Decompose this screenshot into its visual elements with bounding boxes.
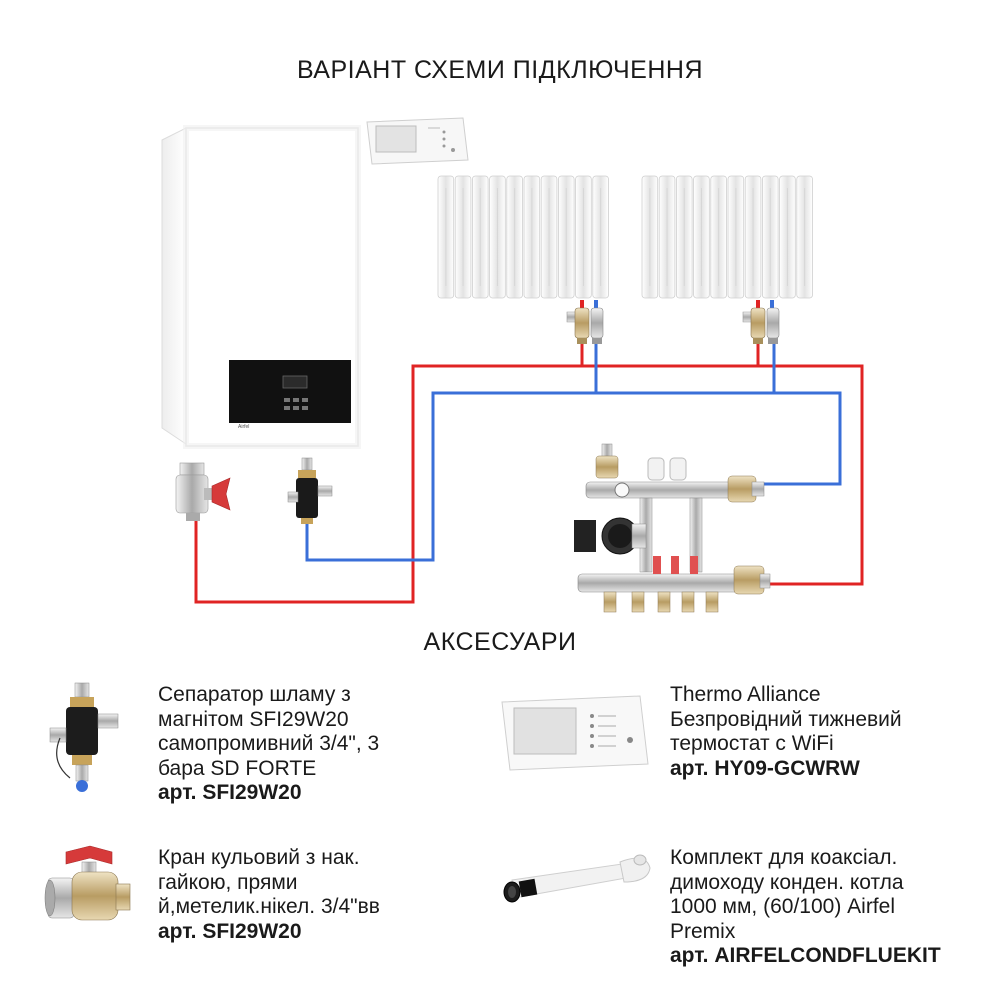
sludge-separator-diagram: [287, 457, 333, 524]
accessory-line: Безпровідний тижневий: [670, 707, 902, 731]
accessory-thermostat-text: Thermo Alliance Безпровідний тижневий те…: [670, 683, 990, 781]
supply-pipes: [194, 342, 864, 604]
accessory-line: Premix: [670, 919, 736, 943]
radiator-valves-left: [566, 300, 780, 344]
boiler-buttons: [284, 398, 308, 410]
accessory-sludge-separator-text: Сепаратор шламу з магнітом SFI29W20 само…: [158, 683, 458, 806]
accessory-line: й,метелик.нікел. 3/4"вв: [158, 895, 380, 918]
flue-kit-product-image: [503, 854, 651, 903]
accessory-line: Сепаратор шламу з: [158, 683, 351, 706]
thermostat-product-image: [501, 695, 649, 771]
accessory-ball-valve-text: Кран кульовий з нак. гайкою, прями й,мет…: [158, 846, 458, 944]
accessory-line: 1000 мм, (60/100) Airfel: [670, 895, 895, 918]
ball-valve-diagram: [175, 462, 231, 521]
mixing-manifold: [574, 443, 771, 613]
radiator-left: [437, 175, 609, 299]
accessory-line: магнітом SFI29W20: [158, 707, 349, 731]
accessory-line: бара SD FORTE: [158, 756, 317, 780]
boiler: Airfel: [161, 125, 361, 449]
radiator-right: [641, 175, 813, 299]
sludge-separator-product-image: [49, 682, 119, 792]
accessory-line: Кран кульовий з нак.: [158, 846, 360, 869]
diagram-title: ВАРІАНТ СХЕМИ ПІДКЛЮЧЕННЯ: [296, 56, 704, 84]
accessory-line: Комплект для коаксіал.: [670, 846, 898, 869]
accessory-line: гайкою, прями: [158, 870, 298, 894]
accessory-article: арт. SFI29W20: [158, 919, 302, 943]
boiler-brand-logo: Airfel: [238, 424, 249, 430]
accessory-article: арт. SFI29W20: [158, 781, 302, 804]
accessory-line: Thermo Alliance: [670, 683, 821, 706]
ball-valve-product-image: [44, 845, 131, 921]
accessory-flue-kit-text: Комплект для коаксіал. димоходу конден. …: [670, 846, 995, 969]
boiler-control-panel: [229, 360, 351, 423]
thermostat-image-top: [366, 117, 469, 165]
boiler-display: [282, 375, 308, 389]
accessory-line: димоходу конден. котла: [670, 870, 904, 894]
accessory-article: арт. HY09-GCWRW: [670, 756, 860, 780]
return-pipes: [305, 342, 842, 562]
accessories-title: АКСЕСУАРИ: [423, 628, 577, 656]
accessory-line: термостат с WiFi: [670, 732, 834, 755]
accessory-line: самопромивний 3/4", 3: [158, 732, 380, 755]
accessory-article: арт. AIRFELCONDFLUEKIT: [670, 944, 941, 967]
